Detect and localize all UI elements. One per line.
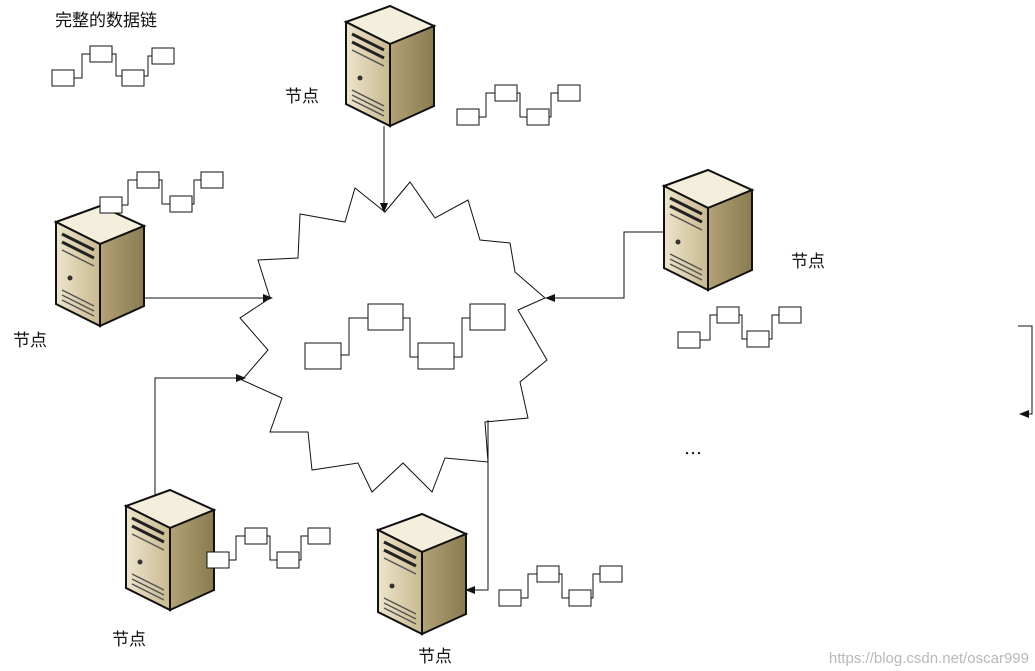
connector-bottom-left (154, 374, 246, 498)
server-icon-right (662, 168, 754, 292)
connector-bottom (465, 420, 489, 594)
ellipsis-more-nodes: … (684, 438, 702, 459)
diagram-title: 完整的数据链 (55, 11, 157, 31)
node-label-right: 节点 (791, 252, 825, 272)
chain-left (99, 171, 224, 214)
node-label-bottom-left: 节点 (112, 630, 146, 650)
node-label-left: 节点 (13, 331, 47, 351)
node-label-top: 节点 (285, 87, 319, 107)
chain-top (456, 84, 581, 126)
connector-right (545, 231, 666, 302)
chain-bottom (498, 565, 623, 607)
chain-center (304, 303, 506, 370)
chain-right (677, 306, 802, 349)
chain-legend (51, 45, 175, 87)
watermark: https://blog.csdn.net/oscar999 (828, 650, 1029, 667)
network-cloud (239, 181, 548, 493)
server-icon-left (54, 204, 146, 328)
connector-far-right (1018, 325, 1033, 418)
node-label-bottom: 节点 (418, 647, 452, 667)
server-icon-bottom (376, 512, 468, 636)
server-icon-bottom-left (124, 488, 216, 612)
server-icon-top (344, 4, 436, 128)
chain-bottom-left (206, 527, 331, 569)
